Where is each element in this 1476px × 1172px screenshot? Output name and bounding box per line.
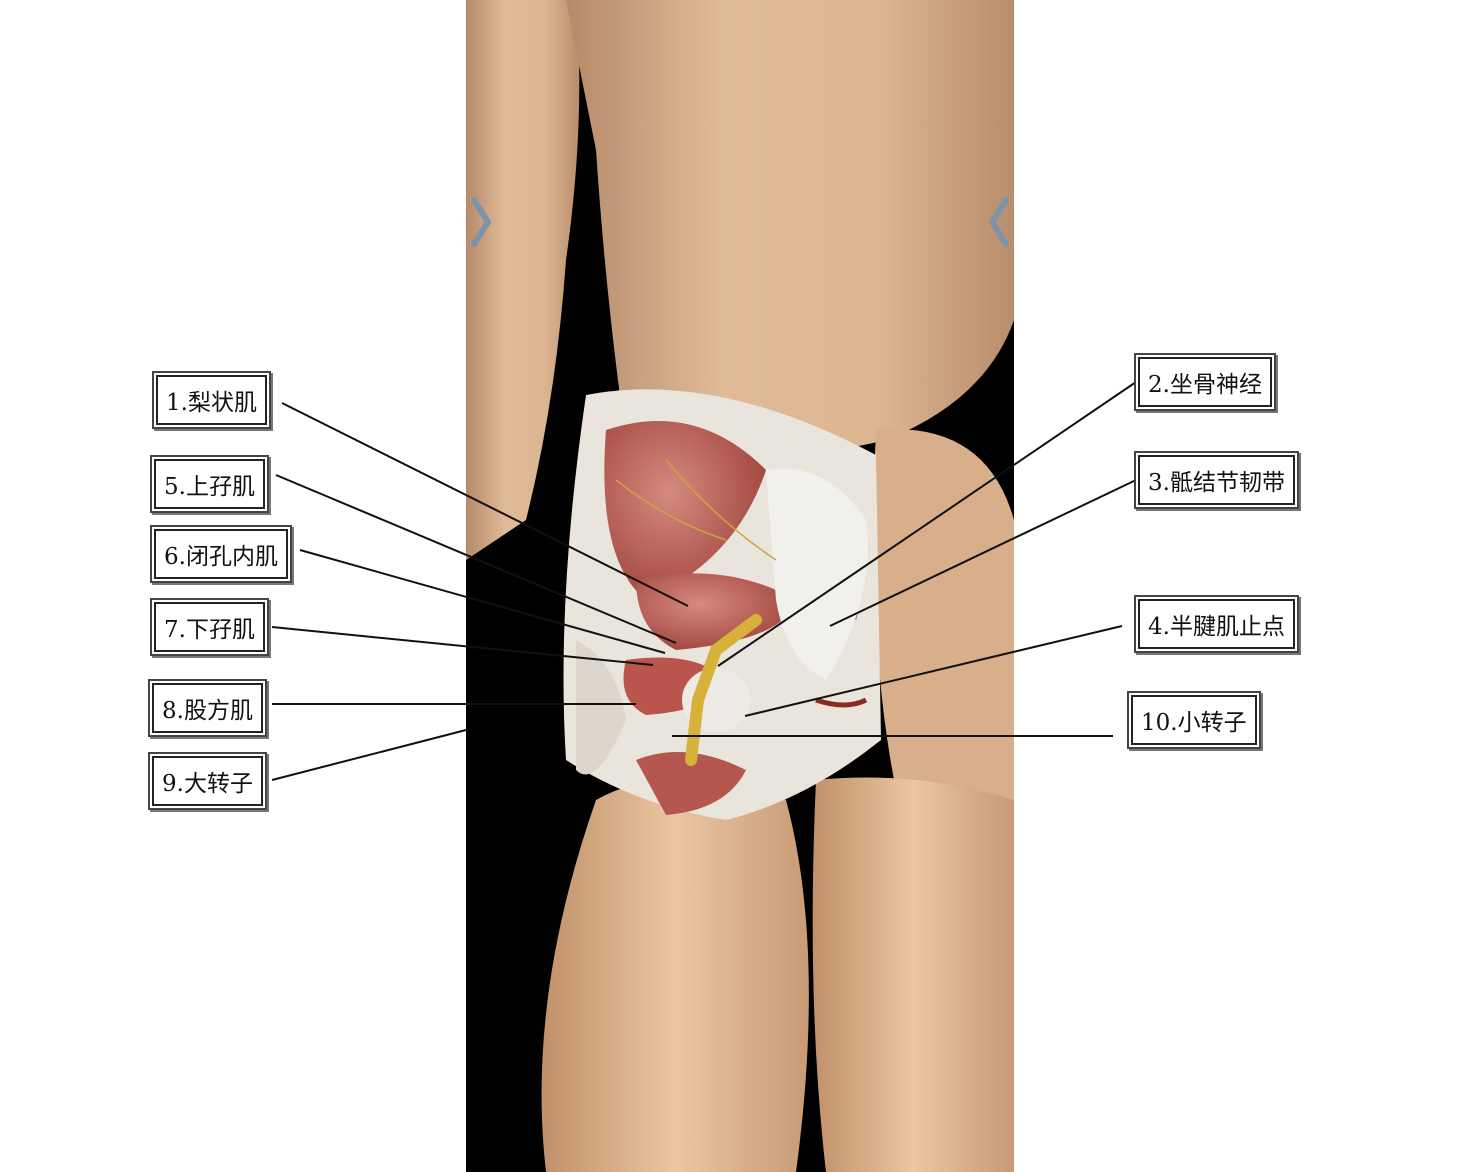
label-greater-trochanter: 9.大转子: [152, 756, 263, 806]
label-lesser-trochanter: 10.小转子: [1131, 695, 1257, 745]
leader-line-9: [271, 729, 467, 781]
anatomy-image: [466, 0, 1014, 1172]
label-quadratus-femoris: 8.股方肌: [152, 683, 263, 733]
label-inferior-gemellus: 7.下孖肌: [154, 602, 265, 652]
label-piriformis: 1.梨状肌: [156, 375, 267, 425]
label-semitendinosus-insertion: 4.半腱肌止点: [1138, 599, 1295, 649]
label-superior-gemellus: 5.上孖肌: [154, 459, 265, 509]
chevron-right-icon[interactable]: [468, 196, 494, 248]
label-obturator-internus: 6.闭孔内肌: [154, 529, 288, 579]
label-sciatic-nerve: 2.坐骨神经: [1138, 357, 1272, 407]
chevron-left-icon[interactable]: [986, 196, 1012, 248]
label-sacrotuberous-ligament: 3.骶结节韧带: [1138, 455, 1295, 505]
